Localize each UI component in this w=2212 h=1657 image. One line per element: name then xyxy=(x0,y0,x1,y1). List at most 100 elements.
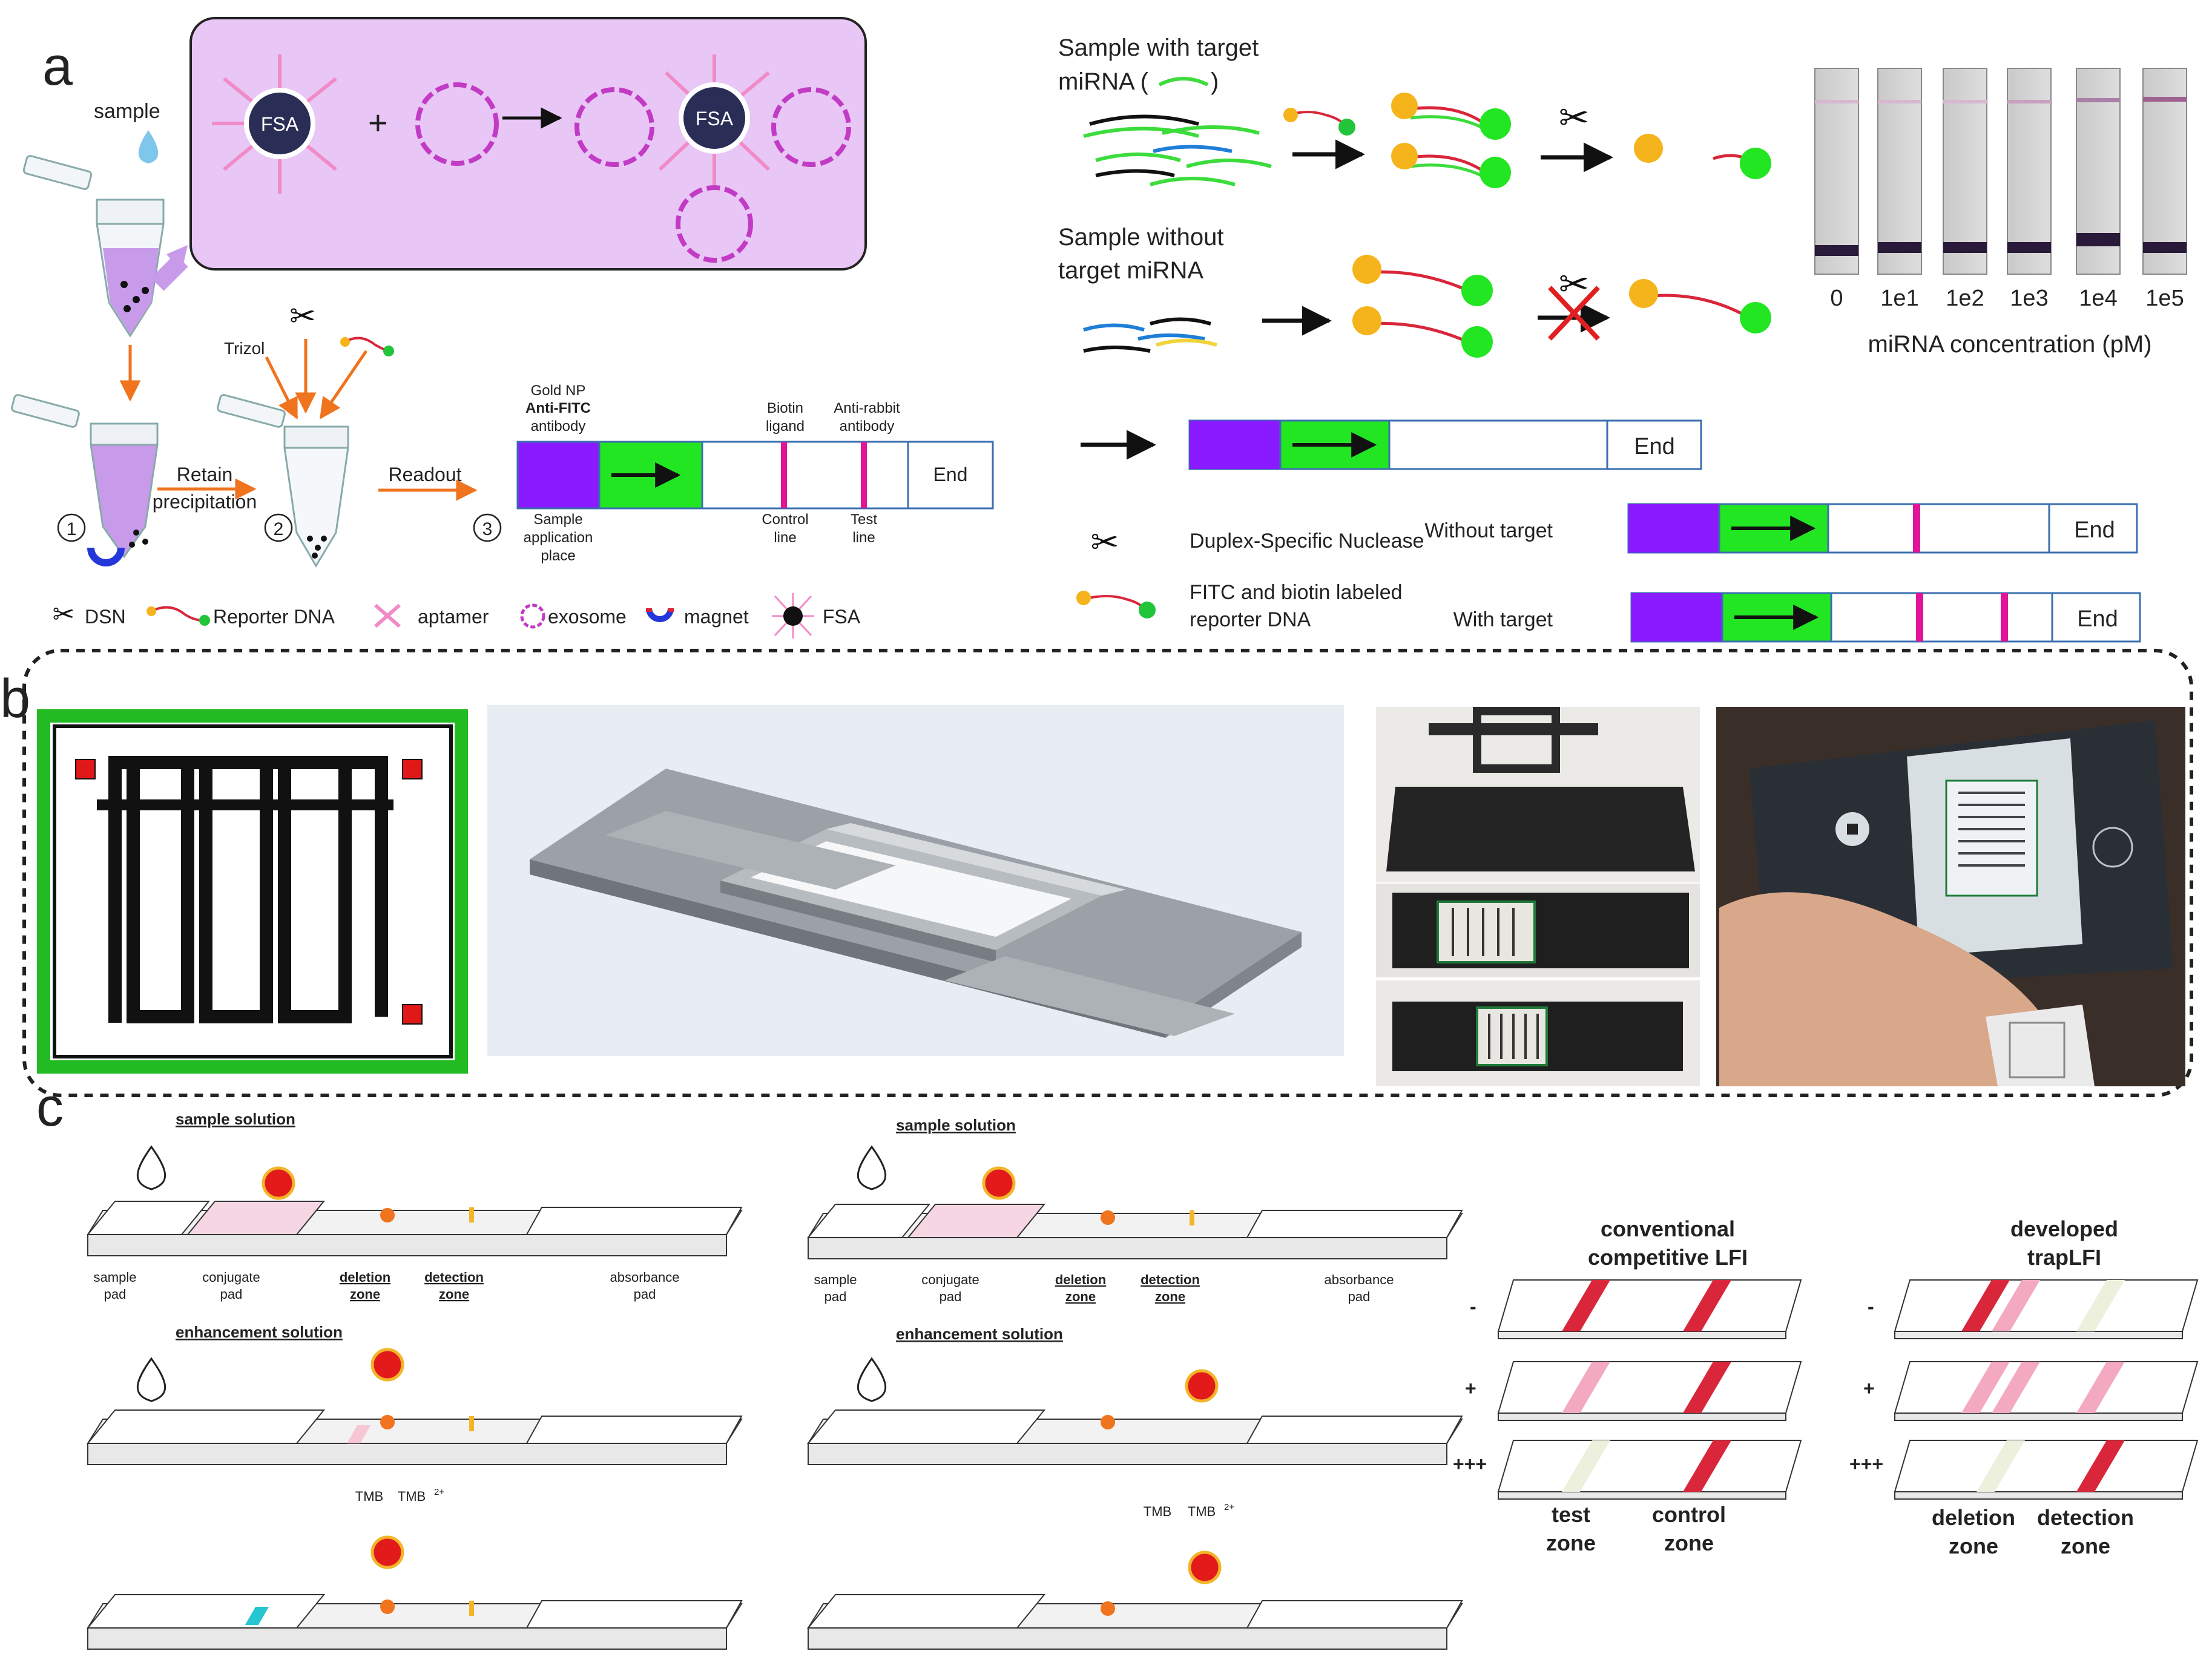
legend-a: ✂ DSN Reporter DNA aptamer exosome magne… xyxy=(53,593,861,638)
scissors-icon: ✂ xyxy=(289,298,316,335)
panel-c: c sample solution sample pad conjugate p… xyxy=(36,1077,2199,1650)
lfa-strip-large-2: End xyxy=(1627,503,2138,554)
conventional-title-2: competitive LFI xyxy=(1588,1245,1748,1270)
exosome-bound-3 xyxy=(676,185,753,263)
c2-detection: detection xyxy=(1141,1272,1200,1287)
droplet-icon xyxy=(138,130,159,163)
sign-ppp-2: +++ xyxy=(1849,1453,1883,1475)
sample-solution-1: sample solution xyxy=(176,1110,295,1128)
step-1: 1 xyxy=(67,519,77,539)
step-2-circle xyxy=(264,513,293,542)
tube-top xyxy=(22,155,165,338)
developed-title-2: trapLFI xyxy=(2027,1245,2101,1270)
strip-photo-xlabel: miRNA concentration (pM) xyxy=(1868,331,2151,358)
c1-pad-3: pad xyxy=(634,1287,656,1302)
strip-end-1: End xyxy=(1634,434,1675,459)
magnet-icon xyxy=(87,547,125,566)
step-3: 3 xyxy=(482,519,493,539)
lfi-strip-c2-2 xyxy=(347,1369,1463,1465)
step-1-circle xyxy=(57,513,86,542)
sign-ppp-1: +++ xyxy=(1453,1453,1487,1475)
tmb2-1: TMB xyxy=(398,1489,426,1504)
lfi-strip-c1-1 xyxy=(86,1166,743,1256)
c2-pad-3: pad xyxy=(1348,1289,1371,1304)
strip-photo xyxy=(1810,67,2187,275)
conc-1e1: 1e1 xyxy=(1880,286,1918,311)
strip-label-line-2: line xyxy=(852,530,875,546)
legend-dsn-scissors-icon: ✂ xyxy=(1091,523,1119,562)
strip-label-place: place xyxy=(541,548,575,564)
with-target-line-1: Sample with target xyxy=(1058,34,1259,61)
trap-strip-neg xyxy=(1894,1279,2199,1339)
drop-enhance-1 xyxy=(136,1357,166,1402)
conc-1e3: 1e3 xyxy=(2010,286,2048,311)
c2-conjugate: conjugate xyxy=(921,1272,979,1287)
strip-label-biotin: Biotin xyxy=(767,400,803,416)
fsa-particle-left: FSA xyxy=(212,54,337,194)
legend-reporter: Reporter DNA xyxy=(213,606,335,628)
c2-pad-2: pad xyxy=(940,1289,962,1304)
strip-end-2: End xyxy=(2074,517,2115,543)
reporter-icon xyxy=(344,336,388,352)
panel-c-label: c xyxy=(36,1077,64,1138)
enhancement-solution-1: enhancement solution xyxy=(176,1323,343,1341)
legend-scissors-icon: ✂ xyxy=(53,599,75,630)
c1-conjugate: conjugate xyxy=(202,1270,260,1285)
conv-strip-ppp xyxy=(1497,1440,1802,1500)
fsa-label-2: FSA xyxy=(696,108,734,130)
strip-end-small: End xyxy=(933,464,968,485)
drop-sample-1 xyxy=(136,1145,166,1190)
scissors-blocked-icon: ✂ xyxy=(1559,263,1589,306)
conc-1e2: 1e2 xyxy=(1946,286,1984,311)
strip-label-line-1: line xyxy=(774,530,796,546)
reporter-label-2: reporter DNA xyxy=(1190,608,1311,631)
with-target-label: With target xyxy=(1453,608,1553,631)
conventional-title-1: conventional xyxy=(1601,1216,1735,1241)
legend-aptamer-icon xyxy=(374,603,401,628)
c2-sample: sample xyxy=(814,1272,857,1287)
c2-deletion: deletion xyxy=(1055,1272,1106,1287)
scissors-cut-icon: ✂ xyxy=(1559,97,1589,139)
fsa-label-1: FSA xyxy=(261,113,299,135)
smartphone-photo xyxy=(1716,707,2185,1086)
panel-a-label: a xyxy=(42,36,73,97)
reporter-pair-2 xyxy=(1352,255,1493,358)
tube-step-2 xyxy=(217,394,349,568)
trizol-label: Trizol xyxy=(224,339,265,358)
reporter-arrow xyxy=(319,350,368,419)
control-zone-1: control xyxy=(1652,1502,1726,1527)
device-photos xyxy=(1376,707,1700,1086)
lfa-strip-large-1: End xyxy=(1188,419,1702,470)
sign-neg-2: - xyxy=(1868,1296,1874,1317)
with-target-strands xyxy=(1083,114,1272,186)
panel-b-border xyxy=(22,649,2193,1097)
exosome-bound-2 xyxy=(771,87,851,167)
lfi-strip-c2-3 xyxy=(245,1550,1463,1650)
detection-zone-2: zone xyxy=(2061,1534,2110,1558)
panel-b-label: b xyxy=(0,669,30,729)
strip-label-antibody-1: antibody xyxy=(531,418,586,435)
drop-sample-2 xyxy=(857,1145,887,1190)
legend-fitc-reporter-icon xyxy=(1083,595,1145,609)
trap-strip-ppp xyxy=(1894,1440,2199,1500)
legend-dsn: DSN xyxy=(85,606,126,628)
legend-exosome: exosome xyxy=(548,606,627,628)
strip-label-antibody-2: antibody xyxy=(840,418,895,435)
dsn-scheme: Sample with target miRNA ( ) xyxy=(1058,34,1771,358)
tmb2-2: TMB xyxy=(1188,1504,1216,1519)
c1-pad-2: pad xyxy=(220,1287,243,1302)
enhancement-solution-2: enhancement solution xyxy=(896,1325,1063,1343)
lfa-strip-large-3: End xyxy=(1630,592,2141,643)
panel-a: a sample FSA + xyxy=(11,17,2187,643)
c2-absorbance: absorbance xyxy=(1325,1272,1394,1287)
conc-1e4: 1e4 xyxy=(2079,286,2117,311)
c2-zone-2: zone xyxy=(1155,1289,1185,1304)
zoom-arrow-head xyxy=(166,245,188,272)
dsn-full-label: Duplex-Specific Nuclease xyxy=(1190,530,1424,553)
c1-absorbance: absorbance xyxy=(610,1270,680,1285)
detection-zone-1: detection xyxy=(2037,1505,2134,1530)
c2-zone-1: zone xyxy=(1065,1289,1096,1304)
without-target-line-1: Sample without xyxy=(1058,224,1223,251)
c1-sample: sample xyxy=(94,1270,137,1285)
strip-label-test: Test xyxy=(851,511,877,528)
